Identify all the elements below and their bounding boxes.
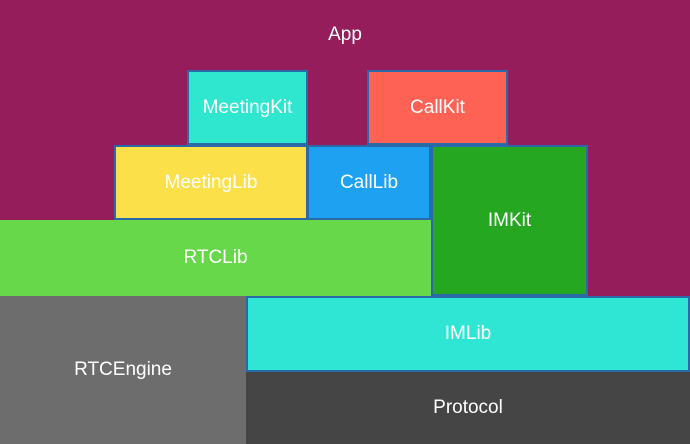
rtcengine-block: RTCEngine bbox=[0, 296, 246, 444]
rtclib-label: RTCLib bbox=[183, 247, 248, 268]
app-label: App bbox=[328, 24, 362, 45]
meetingkit-block: MeetingKit bbox=[187, 70, 308, 145]
imkit-label: IMKit bbox=[487, 209, 532, 231]
meetinglib-block: MeetingLib bbox=[114, 145, 308, 220]
calllib-block: CallLib bbox=[307, 145, 431, 220]
rtclib-block: RTCLib bbox=[0, 220, 431, 296]
imlib-label: IMLib bbox=[444, 323, 492, 344]
meetinglib-label: MeetingLib bbox=[164, 171, 258, 193]
protocol-block: Protocol bbox=[246, 372, 690, 444]
meetingkit-label: MeetingKit bbox=[202, 96, 293, 118]
calllib-label: CallLib bbox=[339, 171, 399, 193]
callkit-block: CallKit bbox=[367, 70, 508, 145]
protocol-label: Protocol bbox=[433, 397, 503, 418]
imlib-block: IMLib bbox=[246, 296, 690, 372]
rtcengine-label: RTCEngine bbox=[74, 359, 172, 380]
imkit-block: IMKit bbox=[431, 145, 588, 296]
callkit-label: CallKit bbox=[410, 96, 465, 118]
